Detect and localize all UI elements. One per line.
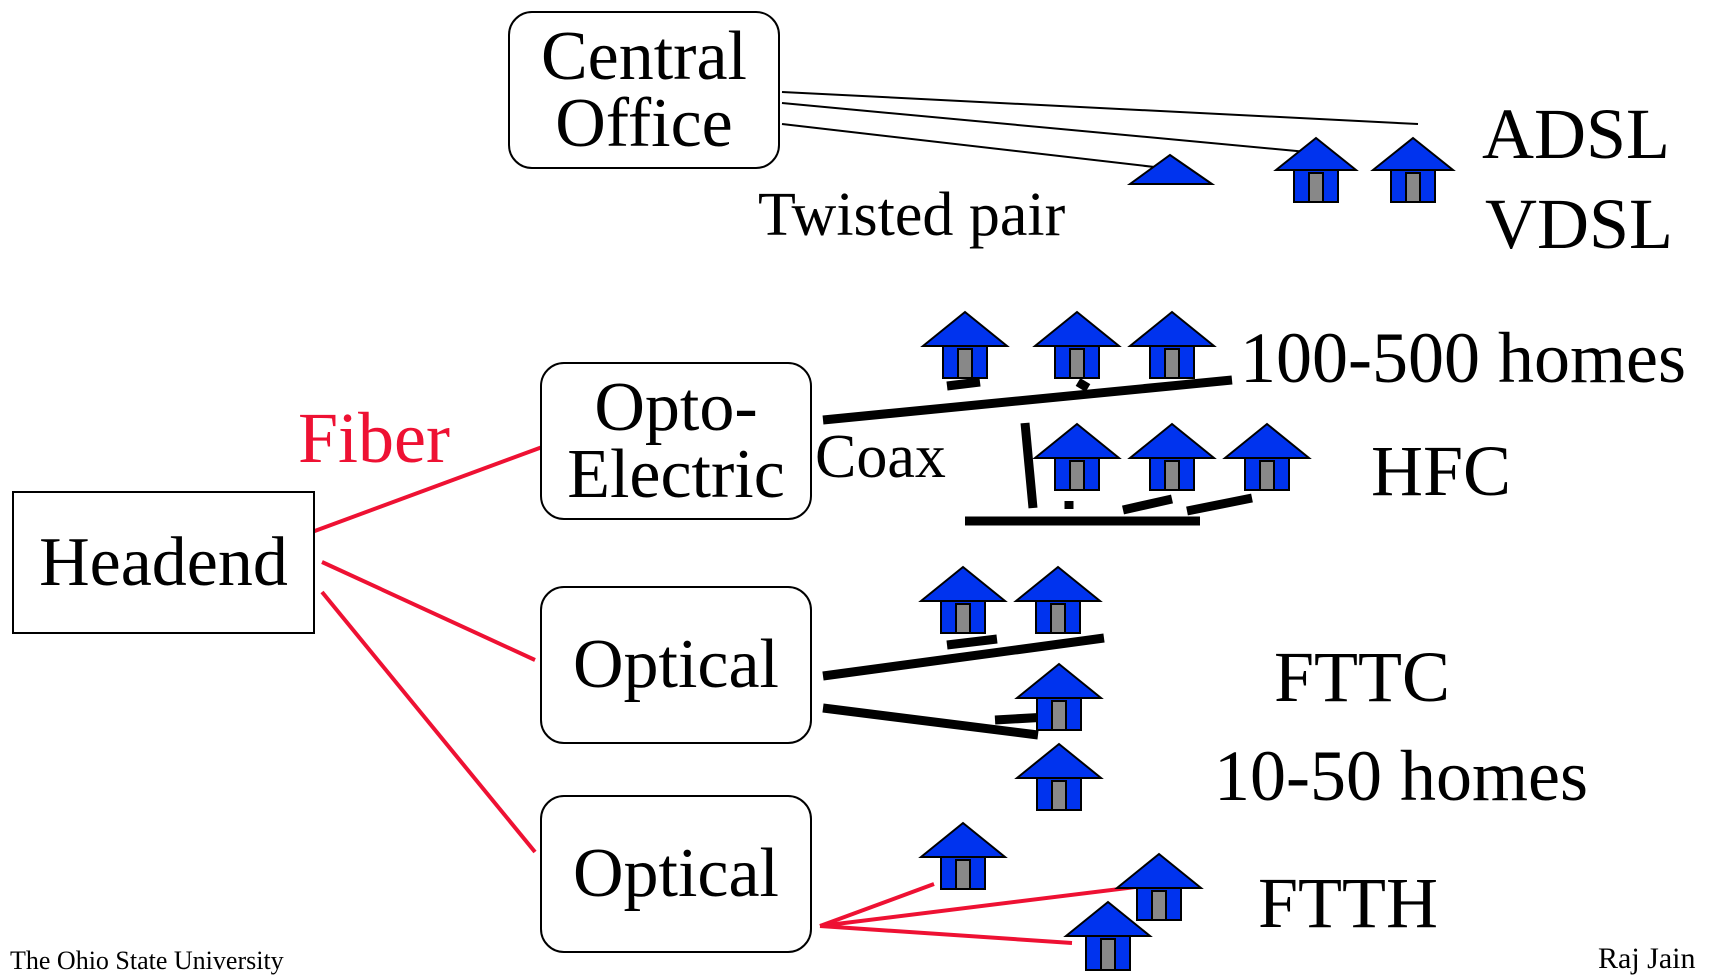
central-office-label: Central Office: [540, 17, 748, 162]
opto-electric-box: Opto-Electric: [540, 362, 812, 520]
house-icon: [1127, 422, 1217, 491]
central-office-box: Central Office: [508, 11, 780, 169]
fttc-label: FTTC: [1274, 637, 1451, 717]
house-icon: [1032, 422, 1122, 491]
adsl-label: ADSL: [1482, 94, 1671, 174]
house-icon: [1013, 565, 1103, 634]
houses: [918, 136, 1456, 971]
ftth-label: FTTH: [1258, 863, 1438, 943]
house-icon: [1222, 422, 1312, 491]
house-icon: [1014, 742, 1104, 811]
vdsl-label: VDSL: [1485, 184, 1674, 264]
house-icon: [1114, 852, 1204, 921]
fiber-lines: [311, 444, 1161, 945]
house-icon: [918, 565, 1008, 634]
hfc-label: HFC: [1371, 431, 1512, 511]
twisted-pair-lines: [781, 91, 1419, 169]
footer-right: Raj Jain: [1598, 942, 1696, 975]
coax-lines-hfc: [822, 375, 1253, 526]
house-icon: [1127, 310, 1217, 379]
twisted-pair-label: Twisted pair: [758, 181, 1066, 249]
optical-fttc-label: Optical: [572, 626, 780, 704]
house-icon: [920, 310, 1010, 379]
fttc-count-label: 10-50 homes: [1214, 736, 1588, 816]
house-icon: [918, 821, 1008, 890]
optical-ftth-box: Optical: [540, 795, 812, 953]
hfc-count-label: 100-500 homes: [1240, 318, 1686, 398]
headend-box: Headend: [12, 491, 315, 634]
house-icon: [1273, 136, 1359, 203]
footer-left: The Ohio State University: [10, 946, 284, 975]
house-icon: [1032, 310, 1122, 379]
headend-label: Headend: [39, 523, 288, 601]
coax-label: Coax: [815, 423, 946, 491]
optical-ftth-label: Optical: [572, 835, 780, 913]
partial-house-roof: [1126, 153, 1216, 185]
optical-fttc-box: Optical: [540, 586, 812, 744]
opto-electric-label: Opto-Electric: [567, 368, 785, 513]
fiber-label: Fiber: [298, 398, 450, 478]
house-icon: [1063, 900, 1153, 971]
house-icon: [1370, 136, 1456, 203]
house-icon: [1014, 662, 1104, 731]
